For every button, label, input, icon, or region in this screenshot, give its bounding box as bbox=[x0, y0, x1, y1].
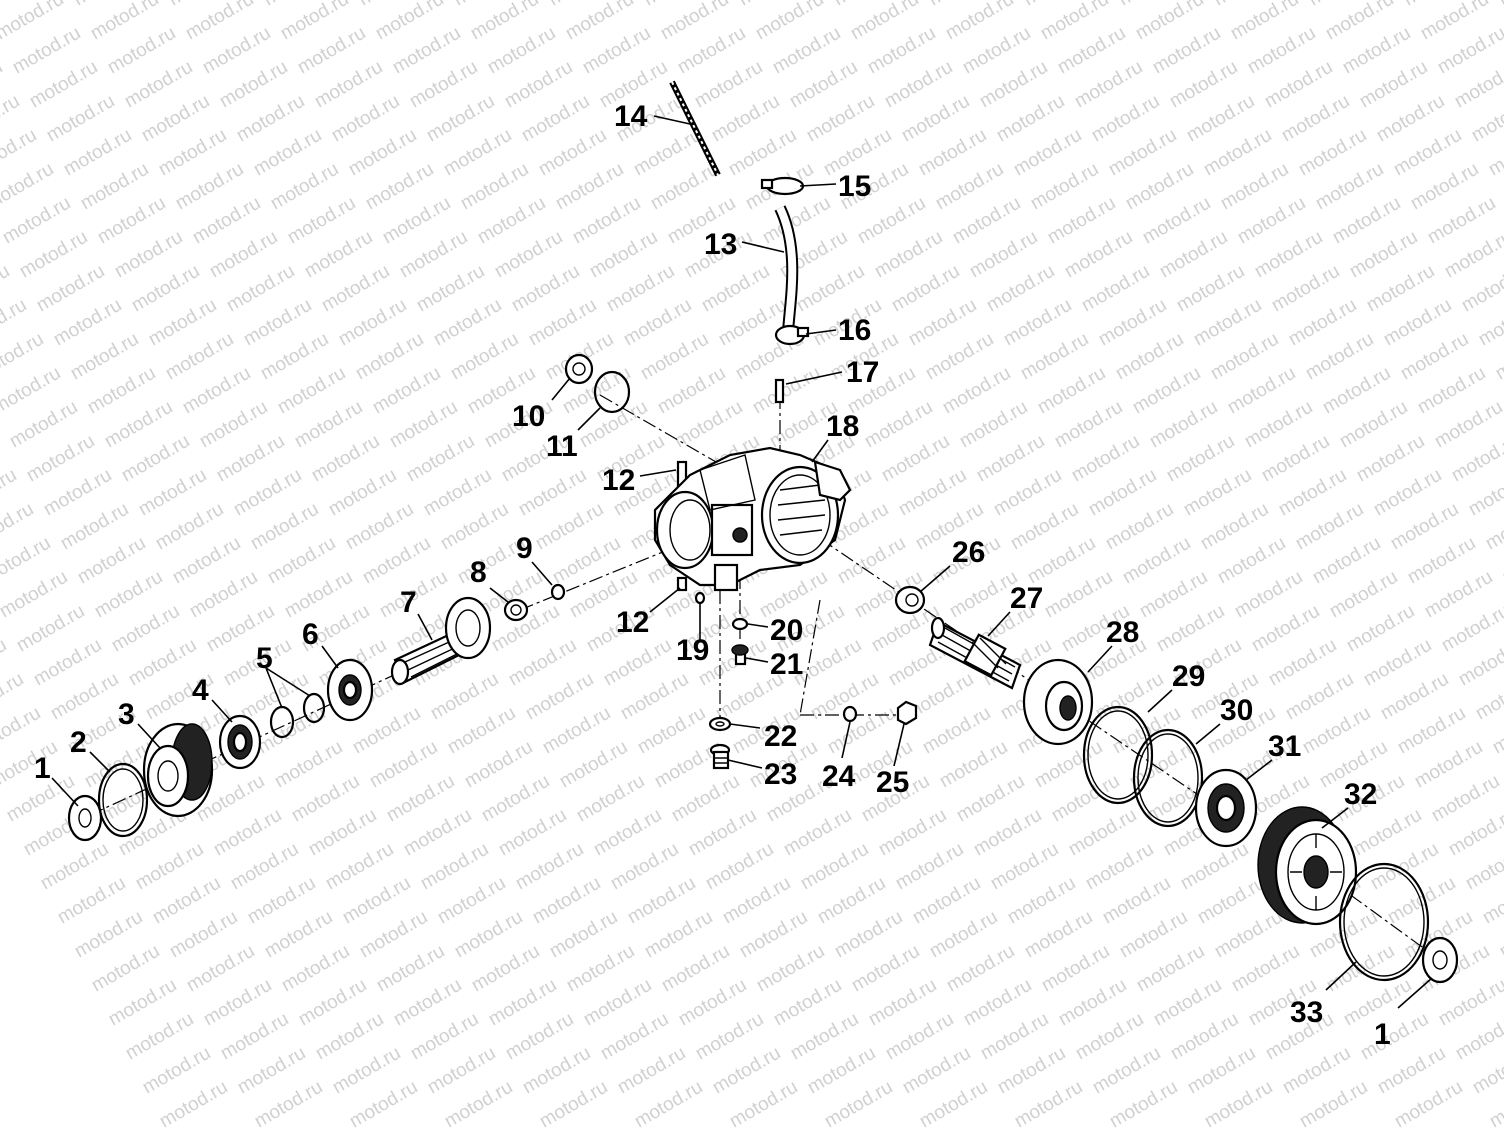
part-24-washer bbox=[842, 705, 858, 723]
callout-29: 29 bbox=[1172, 660, 1205, 693]
part-26-bushing bbox=[894, 585, 926, 615]
callout-15: 15 bbox=[838, 170, 871, 203]
part-28-ring-gear bbox=[1022, 658, 1094, 746]
callout-24: 24 bbox=[822, 760, 856, 793]
callout-7: 7 bbox=[400, 586, 417, 619]
callout-1-right: 1 bbox=[1374, 1018, 1391, 1051]
part-6-seal bbox=[326, 658, 374, 722]
callout-9: 9 bbox=[516, 532, 533, 565]
part-32-bearing-cover bbox=[1257, 806, 1358, 926]
part-13-vent-hose bbox=[774, 205, 799, 333]
callout-2: 2 bbox=[70, 726, 87, 759]
part-17-fitting bbox=[774, 378, 785, 404]
callout-23: 23 bbox=[764, 758, 797, 791]
callout-17: 17 bbox=[846, 356, 879, 389]
part-31-bearing bbox=[1194, 768, 1258, 848]
part-23-drain-plug bbox=[709, 743, 731, 770]
callout-12-lower: 12 bbox=[616, 606, 649, 639]
callout-11: 11 bbox=[546, 430, 578, 463]
callout-33: 33 bbox=[1290, 996, 1323, 1029]
part-27-output-shaft bbox=[928, 616, 1022, 690]
callout-30: 30 bbox=[1220, 694, 1253, 727]
part-22-washer bbox=[708, 716, 732, 732]
part-29-shim bbox=[1082, 705, 1154, 805]
callout-14: 14 bbox=[614, 100, 648, 133]
part-20-washer-drain bbox=[731, 617, 749, 631]
callout-5: 5 bbox=[256, 642, 273, 675]
callout-19: 19 bbox=[676, 634, 709, 667]
callout-31: 31 bbox=[1268, 730, 1301, 763]
part-16-clamp-bottom bbox=[774, 324, 810, 346]
callout-32: 32 bbox=[1344, 778, 1377, 811]
callout-28: 28 bbox=[1106, 616, 1139, 649]
part-2-o-ring-left bbox=[97, 762, 149, 838]
callout-3: 3 bbox=[118, 698, 135, 731]
callout-1-left: 1 bbox=[34, 752, 51, 785]
part-15-clamp-top bbox=[760, 176, 805, 196]
part-25-fill-plug bbox=[896, 700, 918, 726]
callout-22: 22 bbox=[764, 720, 797, 753]
callout-8: 8 bbox=[470, 556, 487, 589]
part-30-shim bbox=[1132, 728, 1204, 828]
callout-21: 21 bbox=[770, 648, 803, 681]
callout-25: 25 bbox=[876, 766, 909, 799]
part-7-pinion-shaft bbox=[390, 596, 492, 686]
callout-26: 26 bbox=[952, 536, 985, 569]
leader-lines bbox=[51, 115, 1433, 1009]
callout-labels: 1 2 3 4 5 6 7 8 9 10 11 12 12 13 14 15 1… bbox=[34, 100, 1391, 1051]
part-8-spacer bbox=[503, 598, 529, 622]
part-21-screw bbox=[731, 644, 749, 666]
callout-6: 6 bbox=[302, 618, 319, 651]
part-3-bearing-cap bbox=[142, 722, 214, 818]
callout-10: 10 bbox=[512, 400, 545, 433]
part-14-rod bbox=[669, 80, 721, 177]
part-33-o-ring-right bbox=[1338, 862, 1430, 982]
callout-16: 16 bbox=[838, 314, 871, 347]
part-11-o-ring-top bbox=[593, 370, 631, 414]
callout-13: 13 bbox=[704, 228, 737, 261]
part-9-washer bbox=[550, 583, 566, 601]
part-1-washer-right bbox=[1421, 936, 1459, 984]
callout-12-upper: 12 bbox=[602, 464, 635, 497]
callout-20: 20 bbox=[770, 614, 803, 647]
callout-4: 4 bbox=[192, 674, 209, 707]
part-18-gearcase-housing bbox=[653, 446, 852, 592]
callout-27: 27 bbox=[1010, 582, 1043, 615]
part-19-plug bbox=[694, 591, 706, 605]
part-4-bearing bbox=[218, 714, 262, 770]
callout-18: 18 bbox=[826, 410, 859, 443]
part-10-washer-top bbox=[564, 353, 594, 385]
